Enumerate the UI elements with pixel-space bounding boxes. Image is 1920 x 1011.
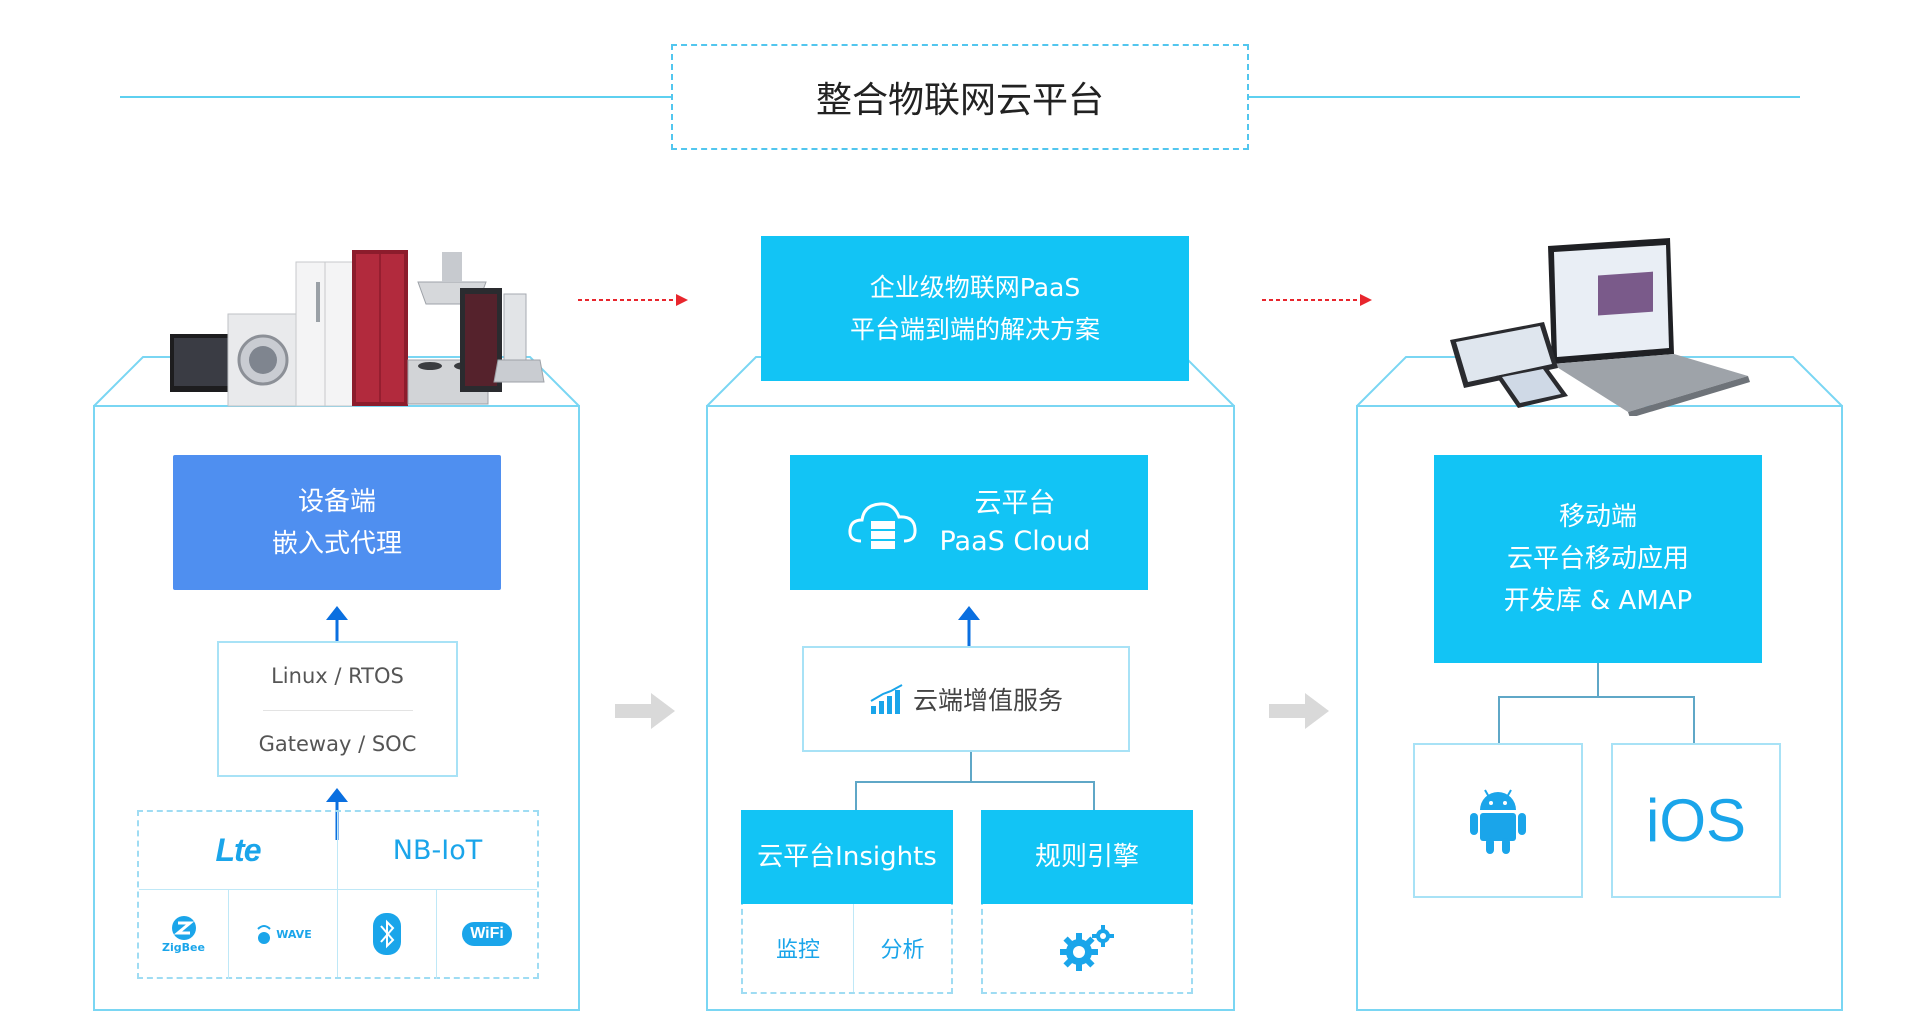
red-flow-arrow-2 [1262,294,1372,306]
mobile-connector-left-drop [1498,696,1500,744]
ios-card: iOS [1611,743,1781,898]
cloud-connector-vertical [970,752,972,782]
rules-engine-icon-cell [983,904,1191,992]
insights-item-monitor-label: 监控 [775,938,820,963]
insights-item-monitor: 监控 [743,904,853,992]
page-title: 整合物联网云平台 [671,44,1249,150]
zwave-label: WAVE [276,927,312,941]
wifi-logo: WiFi [462,922,512,946]
page-title-text: 整合物联网云平台 [815,80,1104,121]
gray-flow-arrow-1 [615,693,675,729]
os-line-2: Gateway / SOC [258,732,417,756]
protocol-grid-hline [139,889,537,890]
zigbee-icon [171,915,196,940]
mobile-connector-right-drop [1693,696,1695,744]
bluetooth-cell [338,890,436,978]
insights-card: 云平台Insights 监控 分析 [741,810,953,994]
cloud-banner: 企业级物联网PaaS 平台端到端的解决方案 [761,236,1189,381]
device-box: 设备端 嵌入式代理 [173,455,501,590]
lte-cell: Lte [139,812,337,889]
cloud-banner-line-2: 平台端到端的解决方案 [849,314,1100,344]
insights-title: 云平台Insights [757,842,937,872]
protocol-grid-vline-mid [337,812,338,977]
mobile-connector-horizontal [1498,696,1695,698]
os-divider [263,710,413,711]
android-icon [1470,789,1526,854]
value-added-services-box: 云端增值服务 [802,646,1130,752]
paas-cloud-title: 云平台 [974,487,1056,519]
nbiot-label: NB-IoT [392,835,483,866]
insights-divider [853,904,854,992]
mobile-box: 移动端 云平台移动应用 开发库 & AMAP [1434,455,1762,663]
nbiot-cell: NB-IoT [338,812,537,889]
growth-chart-icon [870,684,903,714]
protocol-grid-vline-1 [228,889,229,979]
header-line-left [120,96,671,98]
insights-item-analysis-label: 分析 [880,938,925,963]
os-line-1: Linux / RTOS [271,664,404,688]
header-line-right [1249,96,1800,98]
zwave-icon [257,925,271,944]
mobile-box-title: 移动端 [1558,502,1637,532]
os-box: Linux / RTOS Gateway / SOC [217,641,458,777]
rules-engine-title: 规则引擎 [1034,842,1139,872]
device-box-subtitle: 嵌入式代理 [271,528,402,559]
zigbee-cell: ZigBee [139,890,228,978]
insights-item-analysis: 分析 [854,904,951,992]
ios-label: iOS [1645,787,1747,854]
mobile-devices-image [1450,238,1750,416]
zigbee-label: ZigBee [162,940,205,954]
wifi-cell: WiFi [437,890,537,978]
paas-cloud-box: 云平台 PaaS Cloud [790,455,1148,590]
red-flow-arrow-1 [578,294,688,306]
protocol-grid-vline-3 [436,889,437,979]
zwave-cell: WAVE [229,890,337,978]
insights-header: 云平台Insights [741,810,953,904]
cloud-connector-right-drop [1093,781,1095,811]
lte-logo: Lte [215,832,262,868]
gray-flow-arrow-2 [1269,693,1329,729]
mobile-box-line-2: 云平台移动应用 [1506,544,1689,574]
rules-engine-header: 规则引擎 [981,810,1193,904]
mobile-connector-vertical [1597,663,1599,697]
cloud-connector-left-drop [855,781,857,811]
bluetooth-icon [373,913,401,955]
device-box-title: 设备端 [297,486,376,517]
home-appliances-image [170,250,545,407]
cloud-banner-line-1: 企业级物联网PaaS [869,272,1081,302]
value-added-services-label: 云端增值服务 [912,686,1063,715]
paas-cloud-subtitle: PaaS Cloud [939,525,1091,557]
protocol-grid: Lte NB-IoT ZigBee WAVE WiFi [137,810,539,979]
android-card [1413,743,1583,898]
rules-engine-card: 规则引擎 [981,810,1193,994]
cloud-connector-horizontal [855,781,1095,783]
gears-icon [1060,925,1114,971]
cloud-server-icon [848,501,918,549]
mobile-box-line-3: 开发库 & AMAP [1503,586,1693,616]
